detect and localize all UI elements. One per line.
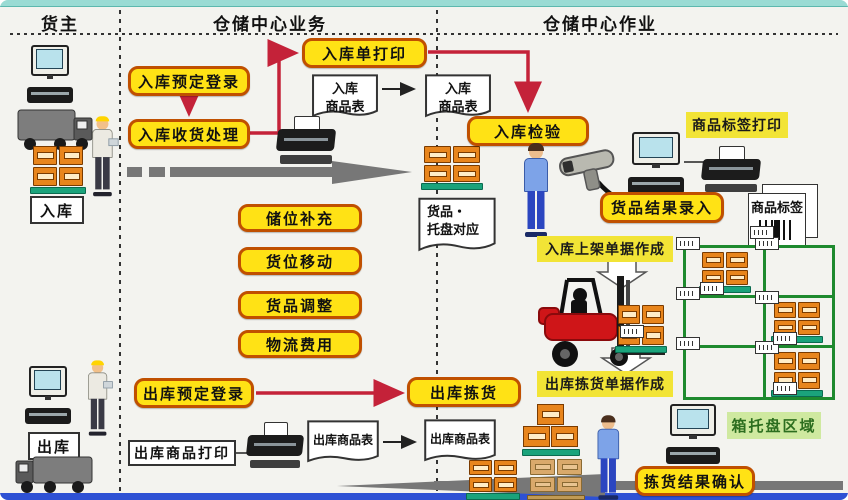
operator-icon (593, 415, 624, 500)
header-divider-dotted-line (10, 33, 838, 35)
rack-tag-icon (676, 237, 700, 250)
desktop-computer-icon (666, 404, 720, 464)
pallet-crates-icon (466, 460, 520, 500)
header-center-business: 仓储中心业务 (213, 15, 327, 34)
operator-icon (519, 143, 553, 237)
process-box-location-move: 货位移动 (238, 247, 362, 275)
document-outbound-goods-list: 出库商品表 (306, 420, 380, 465)
stacked-crates-icon (522, 404, 580, 456)
area-label-box-pallet: 箱托盘区域 (727, 412, 821, 439)
process-box-storage-refill: 储位补充 (238, 204, 362, 232)
forklift-icon (538, 276, 665, 367)
big-gray-arrow-right-icon (170, 161, 412, 184)
process-box-logistics-cost: 物流费用 (238, 330, 362, 358)
process-box-inbound-order-print: 入库单打印 (302, 38, 427, 68)
pallet-crates-icon (699, 252, 751, 293)
area-label-inbound: 入库 (30, 196, 84, 224)
document-outbound-goods-list: 出库商品表 (423, 419, 497, 464)
worker-icon (88, 116, 119, 197)
process-box-goods-result-entry: 货品结果录入 (600, 192, 724, 223)
rack-tag-icon (620, 325, 644, 338)
process-box-inbound-inspect: 入库检验 (467, 116, 589, 146)
column-divider-operations (436, 10, 438, 494)
top-accent-bar (0, 0, 848, 7)
pallet-crates-icon (771, 302, 823, 343)
process-box-pick-result-confirm: 拣货结果确认 (635, 466, 755, 496)
printer-icon (275, 116, 337, 164)
hollow-down-arrow-icon (595, 259, 649, 289)
barcode-scanner-icon (559, 149, 615, 191)
red-arrow-orderprint-to-inspect (428, 50, 542, 113)
process-box-label-print: 商品标签打印 (686, 112, 788, 138)
rack-tag-icon (750, 226, 774, 239)
process-box-inbound-reserve: 入库预定登录 (128, 66, 250, 96)
truck-icon (17, 109, 93, 150)
process-box-outbound-pick: 出库拣货 (407, 377, 521, 407)
process-box-inbound-shelf-doc: 入库上架单据作成 (537, 236, 673, 262)
process-box-goods-adjust: 货品调整 (238, 291, 362, 319)
gray-dash-1 (127, 167, 142, 177)
document-goods-pallet-map: 货品・ 托盘对应 (417, 197, 497, 255)
desktop-computer-icon (25, 366, 71, 424)
printer-icon (245, 422, 305, 468)
cardboard-boxes-icon (527, 459, 585, 500)
pallet-crates-icon (30, 146, 86, 194)
rack-tag-icon (773, 382, 797, 395)
rack-tag-icon (676, 337, 700, 350)
red-arrow-receive-to-orderprint (250, 39, 299, 135)
document-inbound-goods-list: 入库 商品表 (424, 74, 492, 120)
worker-icon (84, 360, 113, 436)
rack-tag-icon (755, 291, 779, 304)
printer-icon (700, 146, 762, 192)
big-gray-arrow-left-icon (337, 474, 843, 497)
rack-tag-icon (676, 287, 700, 300)
pallet-crates-icon (771, 352, 823, 397)
desktop-computer-icon (27, 45, 73, 103)
rack-tag-icon (700, 282, 724, 295)
column-divider-owner (119, 10, 121, 494)
truck-icon (15, 456, 93, 493)
process-box-outbound-goods-print: 出库商品打印 (128, 440, 236, 466)
gray-dash-3 (434, 481, 456, 489)
pallet-crates-icon (421, 146, 483, 190)
header-owner: 货主 (41, 15, 79, 34)
goods-label-cards: 商品标签 (748, 184, 820, 248)
desktop-computer-icon (628, 132, 684, 194)
process-box-inbound-receive: 入库收货处理 (128, 119, 250, 149)
gray-dash-2 (149, 167, 165, 177)
bottom-accent-bar (0, 493, 848, 500)
header-center-operations: 仓储中心作业 (543, 15, 657, 34)
rack-tag-icon (773, 332, 797, 345)
process-box-outbound-pick-doc: 出库拣货单据作成 (537, 371, 673, 397)
document-inbound-goods-list: 入库 商品表 (311, 74, 379, 120)
process-box-outbound-reserve: 出库预定登录 (134, 378, 254, 408)
